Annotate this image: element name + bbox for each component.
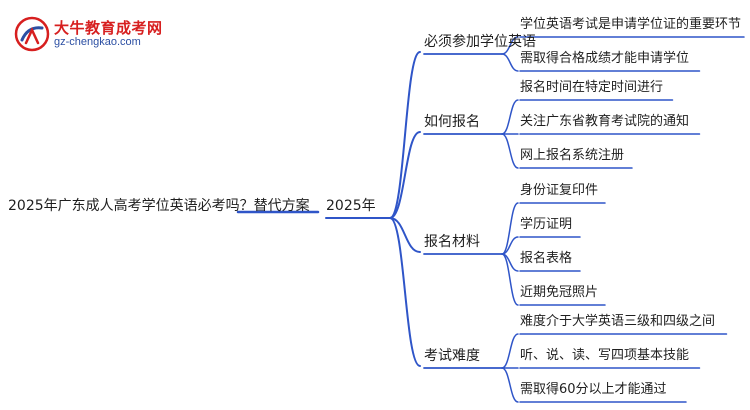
leaf-connector-3-4 xyxy=(501,253,519,306)
leaf-connector-4-1 xyxy=(501,333,519,369)
branch-connector-4 xyxy=(389,217,421,367)
leaf-item: 关注广东省教育考试院的通知 xyxy=(520,114,690,129)
branch-label-1: 必须参加学位英语 xyxy=(424,34,536,50)
leaf-connector-4-3 xyxy=(501,367,519,403)
leaf-item: 身份证复印件 xyxy=(520,183,599,198)
leaf-item: 需取得60分以上才能通过 xyxy=(520,382,667,397)
center-topic: 2025年 xyxy=(326,198,376,214)
brand-url: gz-chengkao.com xyxy=(54,36,141,48)
branch-label-3: 报名材料 xyxy=(424,234,480,250)
leaf-connector-1-1 xyxy=(501,36,519,55)
leaf-connector-2-1 xyxy=(501,99,519,135)
leaf-item: 报名表格 xyxy=(520,251,573,266)
leaf-item: 听、说、读、写四项基本技能 xyxy=(520,348,690,363)
root-topic: 2025年广东成人高考学位英语必考吗？替代方案 xyxy=(8,198,310,214)
brand-name: 大牛教育成考网 xyxy=(54,19,163,37)
leaf-connector-3-1 xyxy=(501,202,519,255)
leaf-item: 近期免冠照片 xyxy=(520,285,599,300)
brand-logo: 大牛教育成考网 gz-chengkao.com xyxy=(14,14,194,54)
logo-mark-icon xyxy=(14,16,50,52)
leaf-item: 难度介于大学英语三级和四级之间 xyxy=(520,314,716,329)
leaf-connector-1-2 xyxy=(501,53,519,72)
leaf-item: 学位英语考试是申请学位证的重要环节 xyxy=(520,17,742,32)
branch-connector-1 xyxy=(389,51,421,219)
leaf-connector-2-3 xyxy=(501,133,519,169)
branch-connector-2 xyxy=(389,131,421,219)
leaf-item: 网上报名系统注册 xyxy=(520,148,625,163)
leaf-item: 需取得合格成绩才能申请学位 xyxy=(520,51,690,66)
branch-label-4: 考试难度 xyxy=(424,348,480,364)
leaf-item: 学历证明 xyxy=(520,217,573,232)
branch-label-2: 如何报名 xyxy=(424,114,480,130)
leaf-item: 报名时间在特定时间进行 xyxy=(520,80,664,95)
leaf-connector-3-2 xyxy=(501,236,519,255)
branch-connector-3 xyxy=(389,217,421,253)
